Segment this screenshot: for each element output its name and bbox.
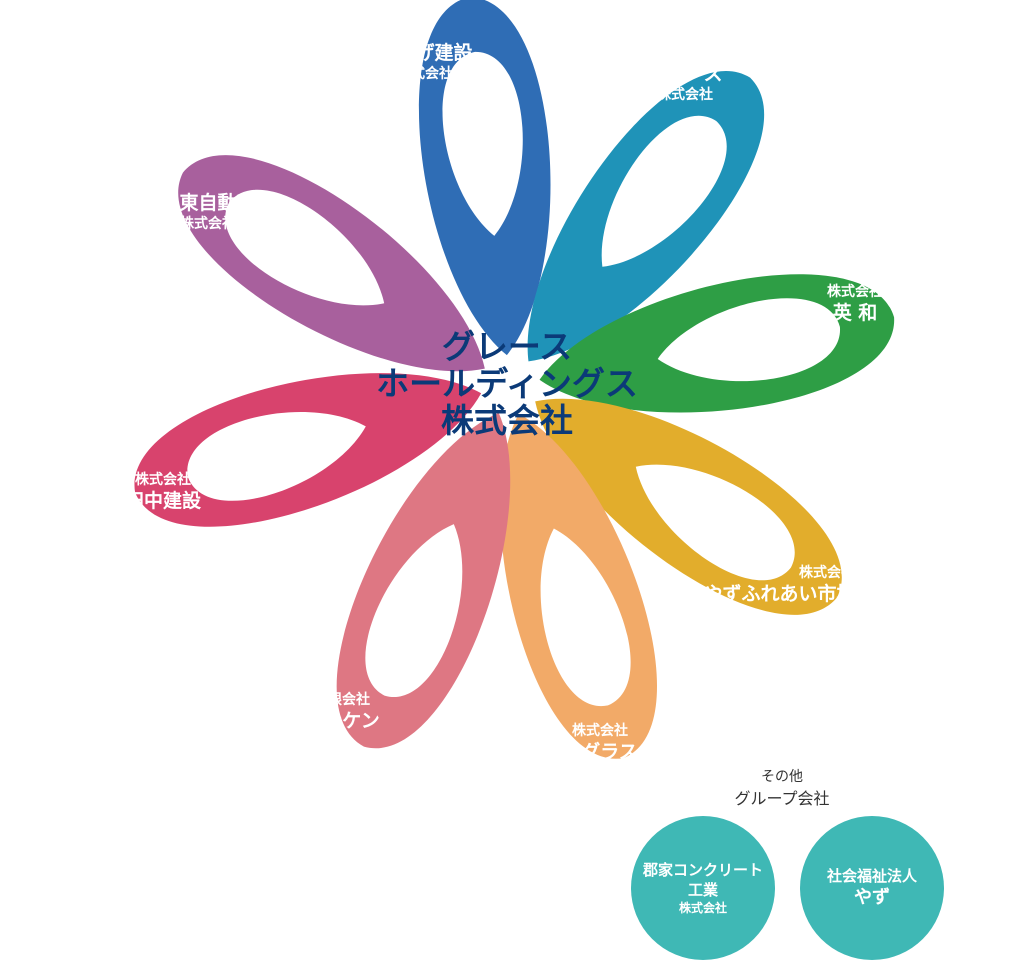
petal-sanken (336, 412, 511, 749)
gouke-line2: 工業 (687, 880, 718, 899)
label-hatto: 八東自動車 株式会社 (148, 192, 268, 233)
grace-name: グレース (647, 63, 723, 85)
tanaka-prefix: 株式会社 (135, 472, 191, 488)
other-group-caption: その他 グループ会社 (722, 766, 842, 810)
label-yazu-market: 株式会社 やずふれあい市場 (692, 565, 867, 606)
welfare-line1: 社会福祉法人 (826, 866, 917, 885)
circle-yazu-welfare: 社会福祉法人 やず (800, 816, 944, 960)
label-tanaka: 株式会社 田中建設 (108, 472, 218, 513)
grace-suffix: 株式会社 (657, 86, 713, 103)
gouke-line1: 郡家コンクリート (642, 860, 763, 879)
label-sanken: 有限会社 サンケン (287, 692, 397, 733)
circle-gouke-concrete: 郡家コンクリート 工業 株式会社 (631, 816, 775, 960)
other-caption-line2: グループ会社 (734, 789, 830, 808)
petal-grace (527, 71, 765, 362)
hatto-name: 八東自動車 (160, 192, 256, 214)
riglass-prefix: 株式会社 (572, 723, 628, 739)
label-kooge: こおげ建設 株式会社 (360, 42, 490, 83)
petal-eiwa (539, 274, 895, 413)
sanken-name: サンケン (304, 709, 380, 732)
center-line2: ホールディングス (376, 364, 638, 403)
holding-company-title: グレース ホールディングス 株式会社 (372, 328, 642, 439)
kooge-suffix: 株式会社 (397, 65, 453, 82)
label-riglass: 株式会社 リグラス (545, 723, 655, 764)
petal-yazu-market (535, 398, 842, 615)
yazu-market-name: やずふれあい市場 (703, 582, 856, 605)
riglass-name: リグラス (562, 740, 638, 763)
yazu-market-prefix: 株式会社 (799, 565, 855, 581)
petal-tanaka (134, 373, 482, 527)
tanaka-name: 田中建設 (124, 489, 201, 512)
petal-kooge (418, 0, 551, 356)
label-eiwa: 株式会社 英 和 (800, 284, 910, 325)
sanken-prefix: 有限会社 (314, 692, 370, 708)
hatto-suffix: 株式会社 (180, 215, 236, 232)
center-line3: 株式会社 (441, 401, 573, 440)
label-grace: グレース 株式会社 (630, 63, 740, 104)
other-caption-line1: その他 (761, 769, 803, 785)
welfare-line2: やず (854, 886, 890, 908)
petal-hatto (178, 155, 485, 372)
eiwa-name: 英 和 (832, 301, 878, 324)
petal-riglass (500, 413, 658, 759)
kooge-name: こおげ建設 (377, 42, 473, 64)
center-line1: グレース (441, 327, 573, 366)
gouke-line3: 株式会社 (678, 901, 727, 916)
eiwa-prefix: 株式会社 (827, 284, 883, 300)
